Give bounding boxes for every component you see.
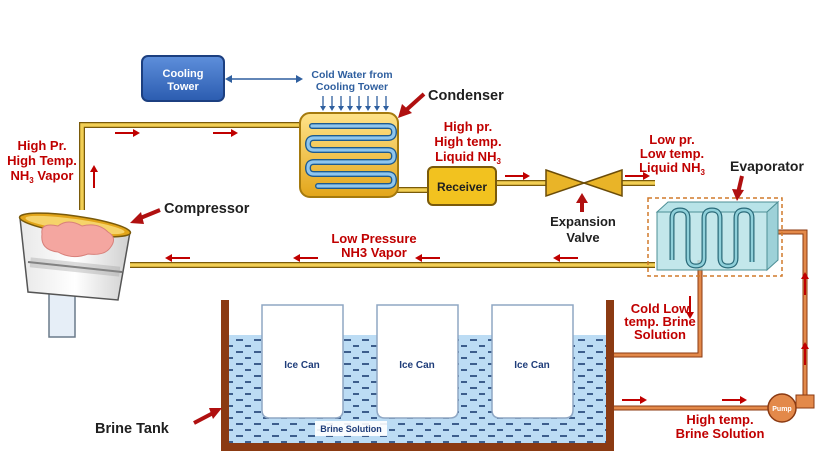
condenser-label: Condenser bbox=[428, 88, 504, 104]
brine-tank-label: Brine Tank bbox=[95, 421, 170, 437]
compressor-pointer bbox=[130, 208, 161, 224]
arrow-right-brine-2 bbox=[722, 396, 747, 404]
ice-can-label-1: Ice Can bbox=[284, 360, 320, 371]
arrow-left-1 bbox=[553, 254, 578, 262]
arrow-right-brine-1 bbox=[622, 396, 647, 404]
condenser bbox=[299, 112, 399, 198]
brine-solution-box bbox=[315, 421, 387, 436]
hot-brine-label: High temp.Brine Solution bbox=[676, 412, 765, 441]
arrow-left-4 bbox=[165, 254, 190, 262]
condenser-out-label: High pr.High temp.Liquid NH3 bbox=[434, 119, 501, 166]
ice-can-label-3: Ice Can bbox=[514, 360, 550, 371]
brine-solution-label: Brine Solution bbox=[320, 424, 382, 434]
compressor-label: Compressor bbox=[164, 201, 250, 217]
evaporator bbox=[647, 197, 783, 277]
arrow-right-1 bbox=[115, 129, 140, 137]
double-arrow bbox=[225, 75, 303, 83]
ice-cans: Ice Can Ice Can Ice Can bbox=[261, 304, 574, 419]
ice-can-label-2: Ice Can bbox=[399, 360, 435, 371]
arrow-right-4 bbox=[625, 172, 650, 180]
flow-arrows bbox=[90, 129, 809, 404]
receiver: Receiver bbox=[427, 166, 497, 206]
arrow-left-3 bbox=[293, 254, 318, 262]
valve-pointer bbox=[576, 193, 588, 212]
compressor-out-label: High Pr.High Temp.NH3 Vapor bbox=[7, 138, 77, 185]
valve-out-label: Low pr.Low temp.Liquid NH3 bbox=[639, 132, 705, 177]
condenser-pointer bbox=[398, 92, 426, 118]
arrow-down-brine bbox=[686, 296, 694, 319]
compressor bbox=[18, 212, 132, 338]
arrow-left-2 bbox=[415, 254, 440, 262]
expansion-valve bbox=[545, 168, 623, 198]
arrow-up-brine-1 bbox=[801, 342, 809, 365]
evaporator-pointer bbox=[732, 175, 744, 201]
brine-tank-pointer bbox=[193, 408, 222, 425]
water-arrows bbox=[320, 96, 389, 111]
pump: Pump bbox=[767, 393, 815, 423]
receiver-label: Receiver bbox=[437, 180, 487, 194]
pump-label: Pump bbox=[772, 406, 791, 413]
arrow-up-brine-2 bbox=[801, 272, 809, 295]
arrow-right-3 bbox=[505, 172, 530, 180]
arrow-up-1 bbox=[90, 165, 98, 188]
evaporator-label: Evaporator bbox=[730, 158, 804, 174]
arrow-right-2 bbox=[213, 129, 238, 137]
